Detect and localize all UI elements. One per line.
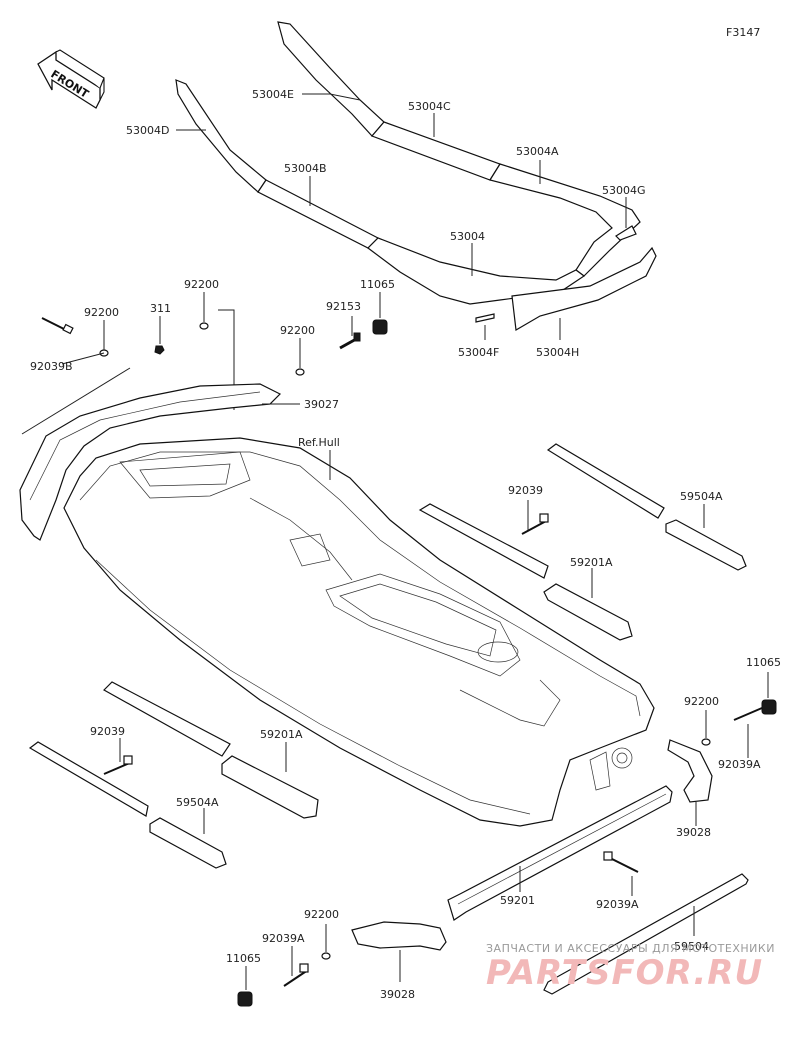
label-39028-right: 39028	[676, 826, 711, 839]
rail-92039-right	[418, 503, 549, 579]
rail-92039-left	[103, 681, 231, 757]
label-92039B: 92039B	[30, 360, 73, 373]
mat-53004	[367, 237, 586, 305]
watermark-logo: PARTSFOR.RU	[486, 953, 763, 993]
label-39028-bottom: 39028	[380, 988, 415, 1001]
label-53004A: 53004A	[516, 145, 559, 158]
pin-92039-left-icon	[103, 755, 133, 775]
mat-53004A	[489, 163, 641, 277]
label-92200-right: 92200	[684, 695, 719, 708]
bolt-92039B-icon	[41, 317, 74, 335]
washer-92200-mid-icon	[295, 368, 305, 376]
label-92200-top: 92200	[184, 278, 219, 291]
label-311: 311	[150, 302, 171, 315]
label-11065-top: 11065	[360, 278, 395, 291]
label-53004B: 53004B	[284, 162, 327, 175]
watermark-tagline: ЗАПЧАСТИ И АКСЕССУАРЫ ДЛЯ МОТОТЕХНИКИ	[486, 942, 775, 955]
label-11065-right: 11065	[746, 656, 781, 669]
label-53004F: 53004F	[458, 346, 499, 359]
label-59504A-left: 59504A	[176, 796, 219, 809]
label-92153: 92153	[326, 300, 361, 313]
trim-59504A-left	[149, 817, 227, 869]
figure-code: F3147	[726, 26, 760, 39]
label-11065-bottom: 11065	[226, 952, 261, 965]
label-92200-bottom: 92200	[304, 908, 339, 921]
label-92039A-low: 92039A	[596, 898, 639, 911]
front-arrow-icon: FRONT	[37, 49, 105, 109]
label-59201: 59201	[500, 894, 535, 907]
washer-92200-top-icon	[199, 322, 209, 330]
label-53004C: 53004C	[408, 100, 451, 113]
pin-92039A-low-icon	[603, 851, 639, 873]
label-53004: 53004	[450, 230, 485, 243]
rail-59201	[447, 785, 673, 921]
guard-39028-right	[667, 739, 713, 803]
mat-53004C	[370, 121, 501, 181]
trim-59504A-right	[665, 519, 747, 571]
mat-53004G	[615, 225, 637, 241]
pin-92039-right-icon	[521, 513, 549, 535]
trim-59201A-left	[221, 755, 319, 819]
label-ref-hull: Ref.Hull	[298, 436, 340, 449]
label-92039-right: 92039	[508, 484, 543, 497]
hull-body	[63, 437, 655, 827]
label-59504: 59504	[674, 940, 709, 953]
label-92039-left: 92039	[90, 725, 125, 738]
cap-11065-bottom-icon	[237, 991, 253, 1007]
label-59504A-right: 59504A	[680, 490, 723, 503]
rail-39027	[19, 383, 282, 541]
bolt-92039A-right-icon	[733, 707, 763, 721]
mat-53004B	[257, 179, 380, 249]
label-53004E: 53004E	[252, 88, 294, 101]
label-53004G: 53004G	[602, 184, 646, 197]
nut-311-icon	[154, 345, 165, 355]
label-59201A-right: 59201A	[570, 556, 613, 569]
guard-39028-bottom	[351, 921, 447, 951]
mat-53004E	[277, 21, 385, 137]
label-53004H: 53004H	[536, 346, 579, 359]
label-92039A-right: 92039A	[718, 758, 761, 771]
label-39027: 39027	[304, 398, 339, 411]
rail-59504A-right-long	[546, 443, 665, 519]
bolt-92039A-bottom-icon	[283, 963, 309, 987]
trim-59201A-right	[543, 583, 633, 641]
cap-11065-right-icon	[761, 699, 777, 715]
label-59201A-left: 59201A	[260, 728, 303, 741]
mat-53004H	[511, 246, 657, 331]
label-92200-mid: 92200	[280, 324, 315, 337]
washer-92200-right-icon	[701, 738, 711, 746]
washer-92200-bottom-icon	[321, 952, 331, 960]
mat-53004F	[475, 313, 495, 323]
bolt-92153-icon	[339, 332, 361, 350]
rail-59504A-left-long	[28, 741, 149, 817]
rail-59504	[543, 873, 749, 995]
label-53004D: 53004D	[126, 124, 169, 137]
label-92200-left: 92200	[84, 306, 119, 319]
label-92039A-bottom: 92039A	[262, 932, 305, 945]
cap-11065-top-icon	[372, 319, 388, 335]
